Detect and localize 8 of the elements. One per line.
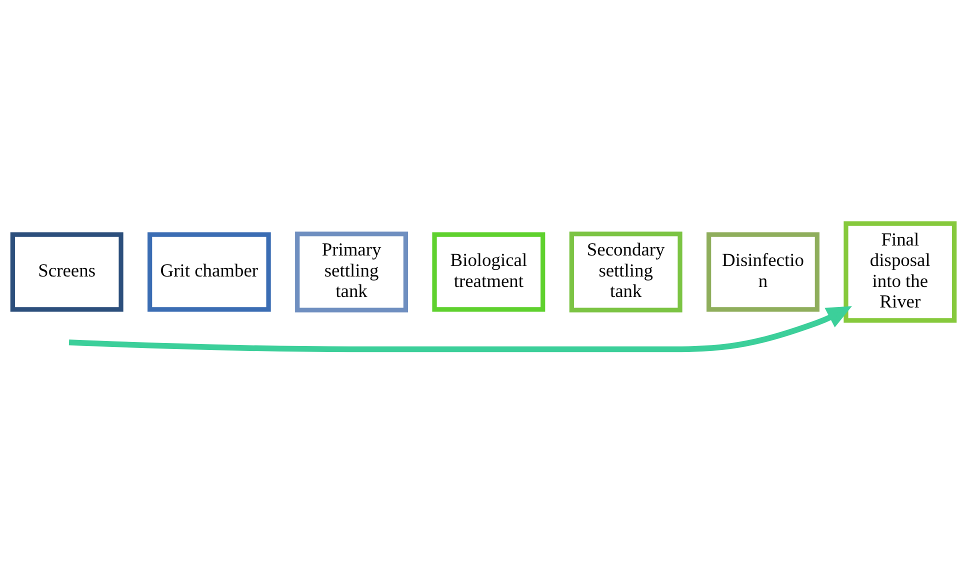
node-box: Primary settling tank bbox=[295, 232, 408, 312]
node-box: Biological treatment bbox=[432, 232, 546, 312]
node-box: Screens bbox=[10, 232, 124, 312]
arrow bbox=[68, 306, 852, 352]
node-box: Grit chamber bbox=[148, 232, 271, 312]
node-box: Disinfectio n bbox=[706, 232, 820, 312]
node-box: Secondary settling tank bbox=[569, 232, 682, 312]
node-box: Final disposal into the River bbox=[844, 221, 957, 323]
